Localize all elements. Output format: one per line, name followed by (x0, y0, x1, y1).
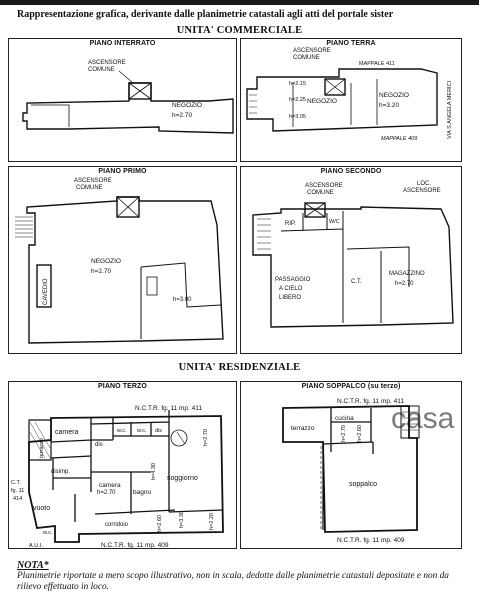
label-disimp: disimp. (51, 469, 70, 475)
label-asc: ASCENSORE (293, 48, 331, 54)
label-negozio: NEGOZIO (91, 258, 121, 265)
panel-title: PIANO TERRA (326, 40, 376, 47)
label-comune: COMUNE (293, 55, 320, 61)
label-wc-2: w.c. (136, 428, 147, 434)
label-libero: LIBERO (279, 295, 301, 301)
label-wc-3: w.c. (42, 530, 53, 536)
label-negozio: NEGOZIO (172, 102, 202, 109)
label-nctr-409: N.C.T.R. fg. 11 mp. 409 (101, 542, 169, 549)
label-h1: h=4.30 (151, 463, 157, 480)
panel-piano-interrato: PIANO INTERRATO ASCENSORE COMUNE NEGOZIO… (8, 38, 237, 162)
panel-piano-primo: PIANO PRIMO ASCENSORE COMUNE NEGOZIO h=2… (8, 166, 237, 354)
label-ct: C.T. (351, 279, 362, 285)
label-loc-asc: ASCENSORE (403, 188, 441, 194)
label-soppalco: soppalco (349, 481, 377, 488)
label-passaggio: PASSAGGIO (275, 277, 311, 283)
label-height: h=2.70 (395, 281, 414, 287)
floorplan-secondo: ASCENSORE COMUNE LOC. ASCENSORE RIP. W/C… (252, 181, 454, 328)
panel-title: PIANO SECONDO (320, 168, 382, 175)
label-camera-1: camera (55, 429, 78, 436)
panel-piano-terzo: PIANO TERZO N.C.T.R. fg. 11 mp. 411 terr… (8, 381, 237, 549)
label-cucina: cucina (335, 415, 354, 422)
panel-title: PIANO TERZO (98, 383, 147, 390)
label-dis-2: dis (155, 428, 162, 434)
label-h1: h=2.15 (289, 81, 306, 87)
label-magazzino: MAGAZZINO (389, 271, 425, 277)
label-nctr-409: N.C.T.R. fg. 11 mp. 409 (337, 537, 405, 544)
label-terrazzo: terrazzo (39, 438, 45, 458)
label-h1: h=2.70 (341, 425, 347, 442)
nota-title: NOTA* (17, 560, 49, 571)
section-title-commerciale: UNITA' COMMERCIALE (176, 25, 303, 36)
label-wc-1: w.c. (116, 428, 127, 434)
label-soggiorno: soggiorno (167, 475, 198, 482)
label-negozio-1: NEGOZIO (307, 98, 337, 105)
label-comune: COMUNE (88, 67, 115, 73)
label-aui: A.U.I. (29, 543, 43, 549)
label-terrazzo: terrazzo (291, 425, 315, 432)
label-cavedio: CAVEDIO (43, 278, 49, 305)
label-wc: W/C (329, 219, 340, 225)
label-mappale-409: MAPPALE 409 (381, 136, 417, 142)
panel-piano-terra: PIANO TERRA ASCENSORE COMUNE MAPPALE 411… (240, 38, 462, 162)
label-h2: h=3.00 (173, 297, 192, 303)
label-h5: h=2.20 (209, 513, 215, 530)
panel-title: PIANO INTERRATO (89, 40, 156, 47)
label-a-cielo: A CIELO (279, 286, 303, 292)
panel-title: PIANO SOPPALCO (su terzo) (301, 383, 401, 390)
label-comune: COMUNE (307, 190, 334, 196)
label-h3: h=3.05 (289, 114, 306, 120)
label-height: h=2.70 (91, 268, 111, 275)
label-asc: ASCENSORE (88, 60, 126, 66)
label-h-camera: h=2.70 (97, 490, 116, 496)
nota-text: Planimetrie riportate a mero scopo illus… (17, 571, 449, 592)
panel-title: PIANO PRIMO (98, 168, 147, 175)
panel-piano-secondo: PIANO SECONDO ASCENSORE COMUNE LOC. ASCE… (240, 166, 462, 354)
floorplan-primo: ASCENSORE COMUNE NEGOZIO h=2.70 CAVEDIO … (15, 178, 224, 344)
label-rip: RIP. (285, 221, 296, 227)
label-negozio-2: NEGOZIO (379, 92, 409, 99)
label-mappale-411: MAPPALE 411 (359, 61, 395, 67)
label-comune: COMUNE (76, 185, 103, 191)
label-h2: h=2.60 (357, 425, 363, 442)
label-nctr-411: N.C.T.R. fg. 11 mp. 411 (135, 405, 202, 412)
label-h2: h=2.25 (289, 97, 306, 103)
label-corridoio: corridoio (105, 522, 129, 528)
header-bar (0, 0, 479, 5)
label-asc: ASCENSORE (305, 183, 343, 189)
floorplan-terzo: N.C.T.R. fg. 11 mp. 411 terrazzo camera … (11, 405, 224, 549)
label-asc: ASCENSORE (74, 178, 112, 184)
label-h3: h=2.60 (157, 515, 163, 532)
label-loc: LOC. (417, 181, 431, 187)
label-side-fg: fg. 11 (11, 488, 24, 494)
label-h4: h=3.30 (179, 511, 185, 528)
floorplan-terra: ASCENSORE COMUNE MAPPALE 411 h=2.15 h=2.… (246, 48, 453, 142)
section-title-residenziale: UNITA' RESIDENZIALE (178, 362, 301, 373)
label-nctr-411: N.C.T.R. fg. 11 mp. 411 (337, 398, 404, 405)
watermark: casa (391, 402, 455, 435)
label-height: h=2.70 (172, 112, 192, 119)
label-street: VIA S.ANGELA MERICI (447, 80, 453, 139)
label-side-num: 414 (13, 496, 22, 502)
floorplan-soppalco: casa N.C.T.R. fg. 11 mp. 411 terrazzo cu… (282, 398, 455, 544)
page-caption: Rappresentazione grafica, derivante dall… (17, 9, 394, 20)
floorplan-interrato: ASCENSORE COMUNE NEGOZIO h=2.70 (22, 60, 234, 134)
label-bagno: bagno (133, 489, 151, 496)
label-camera-2: camera (99, 482, 121, 489)
label-h2: h=2.70 (203, 429, 209, 446)
label-vuoto: vuoto (33, 505, 50, 512)
label-h4: h=3.20 (379, 102, 399, 109)
label-dis-1: dis (95, 442, 103, 448)
label-side-ct: C.T. (11, 480, 21, 486)
panel-piano-soppalco: PIANO SOPPALCO (su terzo) casa N.C.T.R. … (240, 381, 462, 549)
